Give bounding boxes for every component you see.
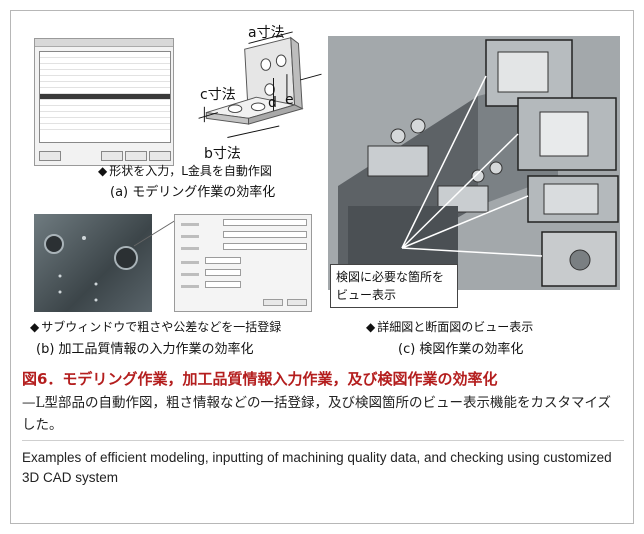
machined-part-render	[34, 214, 152, 312]
dim-a-label: a寸法	[248, 25, 285, 41]
panel-b-subcaption: (b) 加工品質情報の入力作業の効率化	[36, 342, 254, 357]
dim-c-label: c寸法	[200, 87, 236, 103]
screenshot-titlebar	[35, 39, 173, 47]
bullet-diamond-icon: ◆	[30, 320, 40, 334]
panel-a-subcaption: (a) モデリング作業の効率化	[110, 185, 276, 200]
panel-a-caption-text: 形状を入力，L金具を自動作図	[109, 164, 272, 178]
caption-divider	[22, 440, 624, 441]
dim-b-label: b寸法	[204, 146, 241, 162]
quality-input-subwindow	[174, 214, 312, 312]
panel-b-caption-text: サブウィンドウで粗さや公差などを一括登録	[41, 320, 282, 334]
bullet-diamond-icon: ◆	[366, 320, 376, 334]
panel-b-caption: ◆サブウィンドウで粗さや公差などを一括登録	[30, 318, 281, 335]
callout-line-1: 検図に必要な箇所を	[336, 270, 445, 284]
figure-description-jp: —L型部品の自動作図，粗さ情報などの一括登録，及び検図箇所のビュー表示機能をカス…	[22, 395, 612, 433]
figure-title: 図6．モデリング作業，加工品質情報入力作業，及び検図作業の効率化	[22, 370, 498, 388]
parts-table	[39, 51, 171, 143]
checking-callout: 検図に必要な箇所を ビュー表示	[330, 264, 458, 308]
dim-d-label: d	[268, 95, 277, 111]
figure-description-en: Examples of efficient modeling, inputtin…	[22, 450, 612, 485]
assembly-render-graphic	[328, 36, 620, 290]
parts-table-screenshot	[34, 38, 174, 166]
machined-part-holes	[44, 234, 138, 302]
assembly-3d-render	[328, 36, 620, 290]
panel-c-caption-text: 詳細図と断面図のビュー表示	[377, 320, 534, 334]
callout-line-2: ビュー表示	[336, 288, 397, 302]
panel-c-caption: ◆詳細図と断面図のビュー表示	[366, 318, 533, 335]
l-bracket-drawing	[198, 31, 322, 138]
panel-c-subcaption: (c) 検図作業の効率化	[398, 342, 524, 357]
bullet-diamond-icon: ◆	[98, 164, 108, 178]
panel-a-caption: ◆形状を入力，L金具を自動作図	[98, 162, 272, 179]
dim-e-label: e	[285, 92, 294, 108]
